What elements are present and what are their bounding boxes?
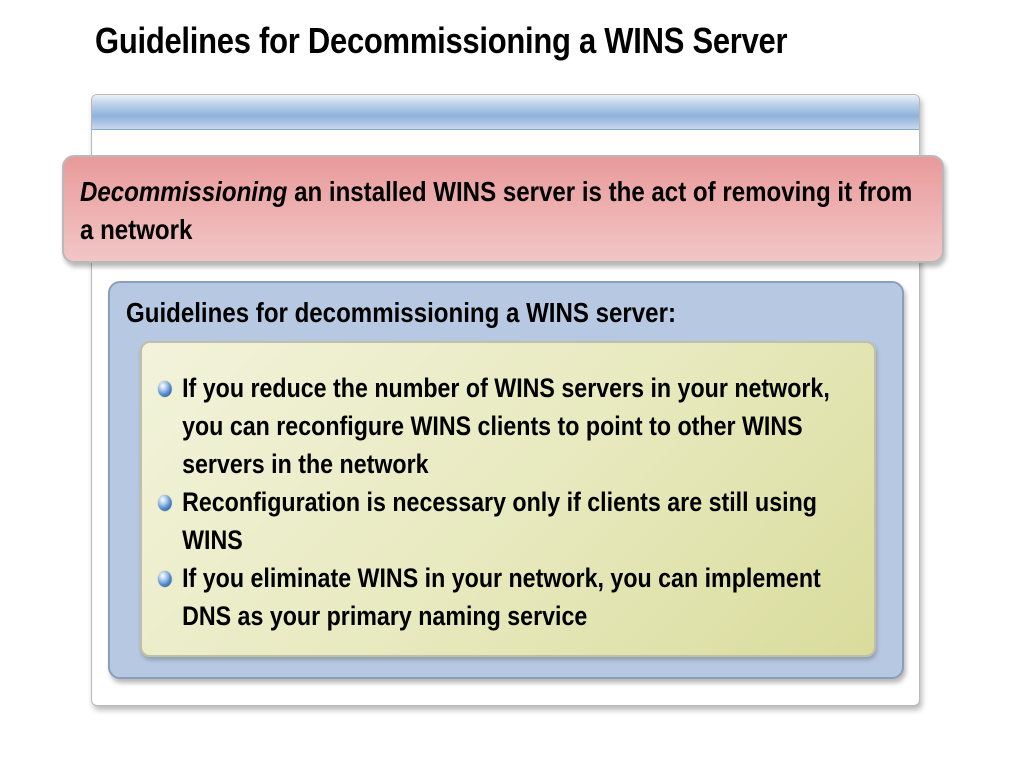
bullet-sphere-icon [158,381,172,397]
list-item: If you eliminate WINS in your network, y… [158,559,837,635]
slide-title: Guidelines for Decommissioning a WINS Se… [95,20,788,61]
bullet-sphere-icon [158,571,172,587]
list-item: Reconfiguration is necessary only if cli… [158,483,837,559]
bullets-box: If you reduce the number of WINS servers… [140,341,876,657]
definition-rest: an installed WINS server is the act of r… [80,176,913,245]
guidelines-box: Guidelines for decommissioning a WINS se… [108,281,904,679]
list-item-text: If you eliminate WINS in your network, y… [182,563,821,631]
bullet-list: If you reduce the number of WINS servers… [158,369,837,635]
bullet-sphere-icon [158,495,172,511]
definition-text: Decommissioning an installed WINS server… [80,173,923,249]
guidelines-heading: Guidelines for decommissioning a WINS se… [126,297,676,328]
list-item-text: Reconfiguration is necessary only if cli… [182,487,817,555]
panel-header-bar [92,95,919,130]
definition-box: Decommissioning an installed WINS server… [62,155,944,263]
definition-term: Decommissioning [80,176,288,207]
list-item: If you reduce the number of WINS servers… [158,369,837,483]
list-item-text: If you reduce the number of WINS servers… [182,373,830,479]
